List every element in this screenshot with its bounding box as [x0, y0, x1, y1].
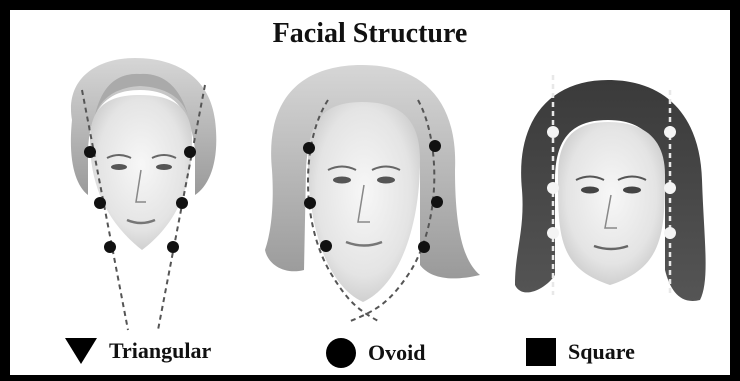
- faces-illustration: [10, 10, 730, 340]
- triangular-face: [71, 58, 216, 330]
- diagram-panel: Facial Structure: [10, 10, 730, 375]
- legend-square: Square: [526, 338, 635, 366]
- square-face: [515, 75, 706, 301]
- legend-triangular: Triangular: [65, 338, 211, 364]
- circle-icon: [326, 338, 356, 368]
- legend-label-square: Square: [568, 339, 635, 365]
- triangle-icon: [65, 338, 97, 364]
- ovoid-face: [265, 65, 480, 322]
- square-icon: [526, 338, 556, 366]
- legend-label-triangular: Triangular: [109, 338, 211, 364]
- legend-ovoid: Ovoid: [326, 338, 425, 368]
- legend-label-ovoid: Ovoid: [368, 340, 425, 366]
